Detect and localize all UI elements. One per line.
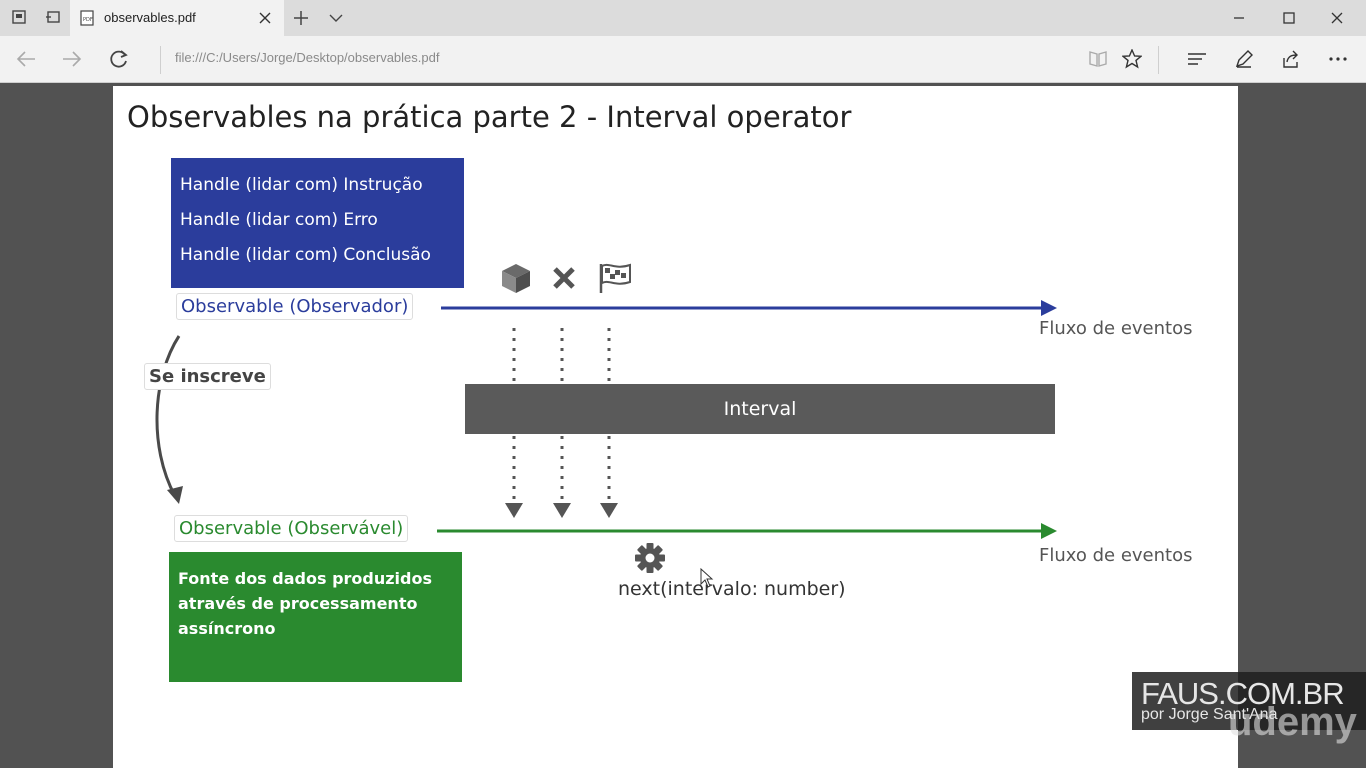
handler-error-label: Handle (lidar com) Erro <box>180 210 378 230</box>
favorite-star-icon[interactable] <box>1120 47 1144 71</box>
minimize-icon[interactable] <box>1228 7 1250 29</box>
maximize-icon[interactable] <box>1278 7 1300 29</box>
tab-title: observables.pdf <box>104 10 196 25</box>
observer-label: Observable (Observador) <box>176 293 414 320</box>
new-tab-icon[interactable] <box>290 7 312 29</box>
interval-operator-box: Interval <box>465 384 1055 434</box>
refresh-icon[interactable] <box>107 47 131 71</box>
handler-next-label: Handle (lidar com) Instrução <box>180 175 423 195</box>
close-tab-icon[interactable] <box>256 9 274 27</box>
udemy-logo: udemy <box>1228 700 1357 744</box>
chevron-down-icon[interactable] <box>325 7 347 29</box>
subscribe-label: Se inscreve <box>144 363 271 390</box>
divider <box>160 46 161 74</box>
data-source-line-1: Fonte dos dados produzidos <box>178 569 433 588</box>
watermark-box: FAUS.COM.BR por Jorge Sant'Ana <box>1132 672 1366 730</box>
pdf-file-icon: PDF <box>78 9 96 27</box>
tab-preview-icon[interactable] <box>8 6 30 28</box>
gear-icon <box>633 541 667 575</box>
share-icon[interactable] <box>1278 47 1302 71</box>
more-options-icon[interactable] <box>1326 47 1350 71</box>
observable-label: Observable (Observável) <box>174 515 409 542</box>
address-bar[interactable]: file:///C:/Users/Jorge/Desktop/observabl… <box>175 50 440 65</box>
cube-icon <box>499 261 533 295</box>
watermark-site: FAUS.COM.BR <box>1141 676 1345 711</box>
observer-handlers-box: Handle (lidar com) Instrução Handle (lid… <box>171 158 464 288</box>
event-stream-label-bottom: Fluxo de eventos <box>1039 545 1193 566</box>
data-source-line-2: através de processamento <box>178 594 418 613</box>
pen-note-icon[interactable] <box>1232 47 1256 71</box>
close-window-icon[interactable] <box>1326 7 1348 29</box>
window-titlebar: PDF observables.pdf <box>0 0 1366 36</box>
forward-icon[interactable] <box>60 47 84 71</box>
event-stream-label-top: Fluxo de eventos <box>1039 318 1193 339</box>
navigation-bar: file:///C:/Users/Jorge/Desktop/observabl… <box>0 36 1366 83</box>
pdf-page: Observables na prática parte 2 - Interva… <box>113 86 1238 768</box>
slide-title: Observables na prática parte 2 - Interva… <box>127 100 852 134</box>
svg-text:PDF: PDF <box>83 17 93 23</box>
flag-icon <box>597 261 633 295</box>
mouse-cursor <box>700 567 714 593</box>
diagram-lines <box>155 300 1057 539</box>
data-source-line-3: assíncrono <box>178 619 276 638</box>
reading-view-icon[interactable] <box>1086 47 1110 71</box>
watermark-author: por Jorge Sant'Ana <box>1141 706 1278 723</box>
hub-icon[interactable] <box>1185 47 1209 71</box>
next-call-label: next(intervalo: number) <box>618 578 846 600</box>
set-aside-tabs-icon[interactable] <box>42 6 64 28</box>
divider <box>1158 46 1159 74</box>
tab-observables-pdf[interactable]: PDF observables.pdf <box>70 0 284 36</box>
cross-icon <box>550 264 578 292</box>
back-icon[interactable] <box>14 47 38 71</box>
data-source-box: Fonte dos dados produzidos através de pr… <box>169 552 462 682</box>
handler-complete-label: Handle (lidar com) Conclusão <box>180 245 431 265</box>
